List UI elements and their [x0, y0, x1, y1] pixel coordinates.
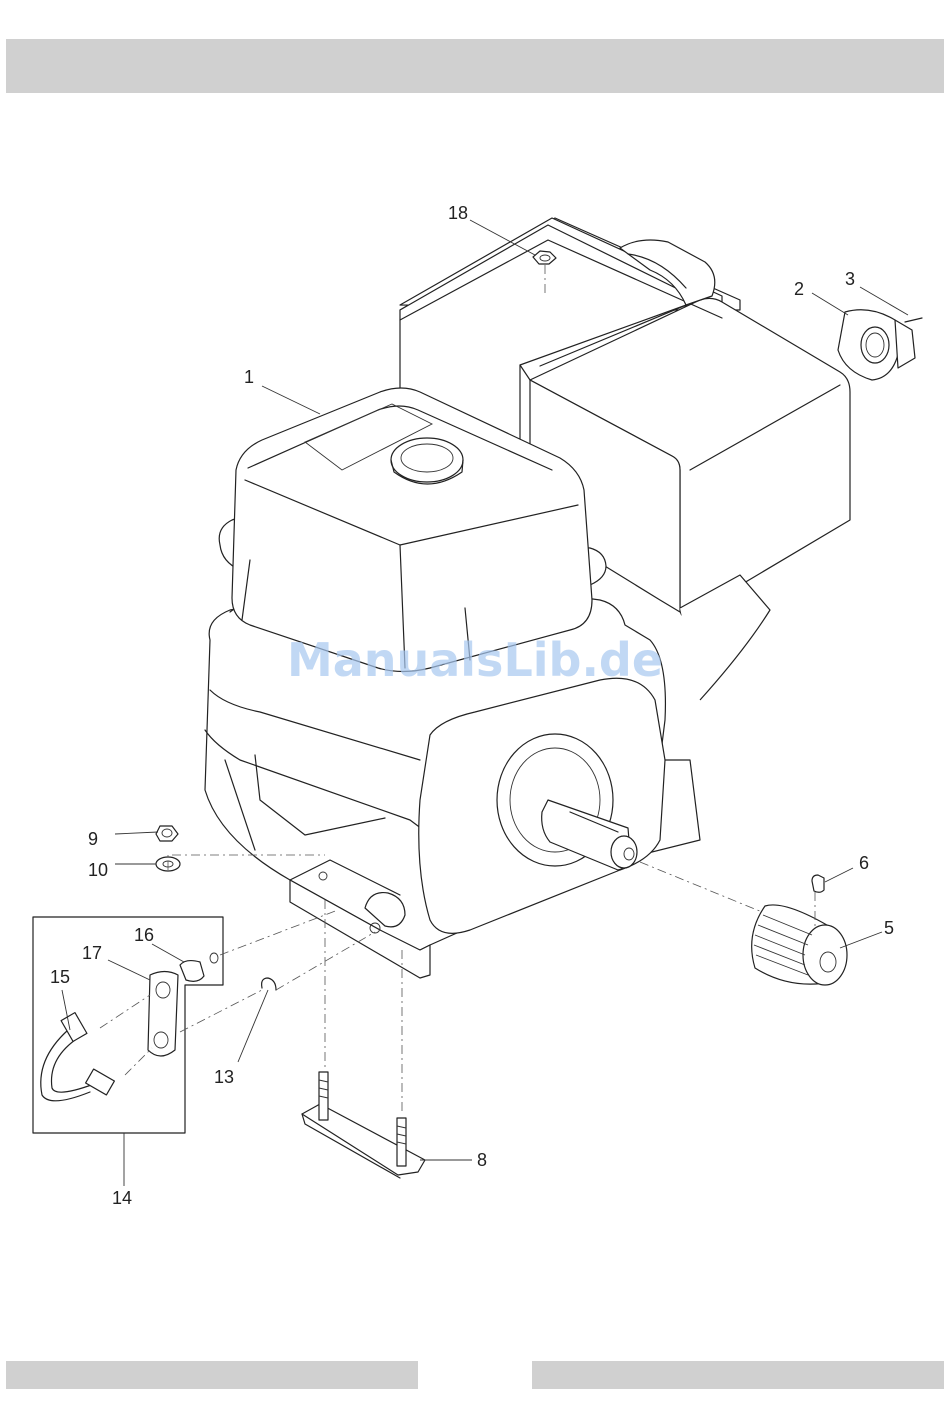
- callout-17: 17: [82, 943, 102, 963]
- part-14-hose-assembly: [33, 917, 223, 1133]
- part-9-nut: [156, 826, 178, 841]
- callout-1: 1: [244, 367, 254, 387]
- part-2-flange: [838, 310, 915, 380]
- callout-2: 2: [794, 279, 804, 299]
- watermark: ManualsLib.de: [287, 633, 663, 687]
- callout-9: 9: [88, 829, 98, 849]
- callout-16: 16: [134, 925, 154, 945]
- callout-5: 5: [884, 918, 894, 938]
- callout-10: 10: [88, 860, 108, 880]
- callout-13: 13: [214, 1067, 234, 1087]
- callout-3: 3: [845, 269, 855, 289]
- callout-15: 15: [50, 967, 70, 987]
- callout-6: 6: [859, 853, 869, 873]
- part-6-key: [812, 875, 824, 892]
- part-13-circlip: [262, 978, 276, 990]
- callout-8: 8: [477, 1150, 487, 1170]
- callout-18: 18: [448, 203, 468, 223]
- part-3-screw: [905, 318, 922, 322]
- callout-14: 14: [112, 1188, 132, 1208]
- part-5-coupling: [752, 905, 847, 985]
- part-8-base-plate: [302, 1072, 425, 1178]
